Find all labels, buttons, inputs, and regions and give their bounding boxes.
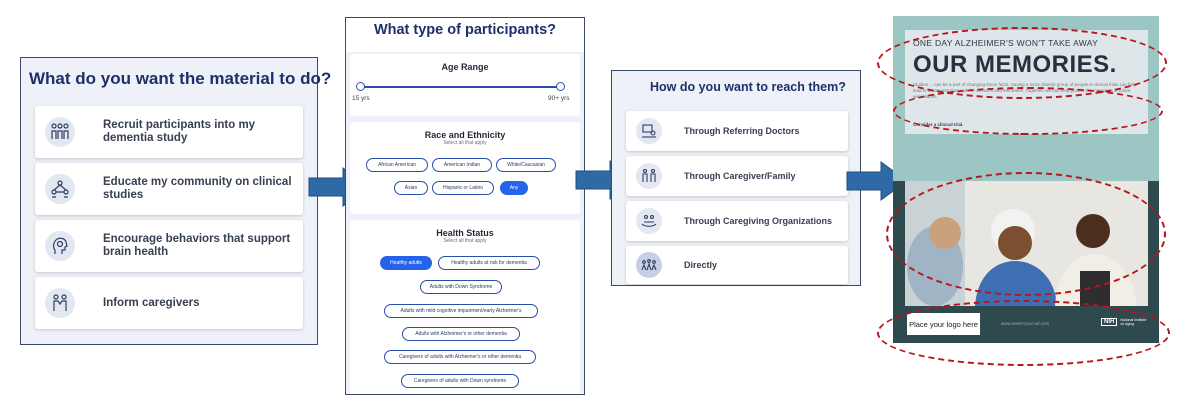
option-caregiving-organizations[interactable]: Through Caregiving Organizations [626, 201, 848, 241]
chip-any[interactable]: Any [500, 181, 528, 195]
brain-head-icon [45, 231, 75, 261]
family-icon [636, 163, 662, 189]
health-heading: Health Status [436, 228, 494, 238]
option-label: Recruit participants into my dementia st… [103, 119, 256, 144]
chip-healthy-at-risk[interactable]: Healthy adults at risk for dementia [438, 256, 540, 270]
community-network-icon [45, 174, 75, 204]
option-inform-caregivers[interactable]: Inform caregivers [35, 277, 303, 329]
chip-hispanic-latino[interactable]: Hispanic or Latino [432, 181, 494, 195]
chip-caregivers-down-syndrome[interactable]: Caregivers of adults with Down syndrome [401, 374, 519, 388]
caregiver-pair-icon [45, 288, 75, 318]
race-ethnicity-section: Race and Ethnicity Select all that apply… [350, 122, 580, 214]
material-goal-panel: What do you want the material to do? Rec… [20, 57, 331, 345]
organization-hands-icon [636, 208, 662, 234]
option-referring-doctors[interactable]: Through Referring Doctors [626, 111, 848, 151]
panel-header: What type of participants? [346, 18, 584, 52]
option-label: Inform caregivers [103, 296, 200, 309]
chip-african-american[interactable]: African American [366, 158, 428, 172]
chip-american-indian[interactable]: American Indian [432, 158, 492, 172]
chip-caregivers-alzheimers[interactable]: Caregivers of adults with Alzheimer's or… [384, 350, 536, 364]
option-brain-health[interactable]: Encourage behaviors that support brain h… [35, 220, 303, 272]
health-status-section: Health Status Select all that apply Heal… [350, 220, 580, 394]
chip-alzheimers-dementia[interactable]: Adults with Alzheimer's or other dementi… [402, 327, 520, 341]
option-label: Educate my community on clinical studies [103, 176, 292, 201]
people-group-icon [45, 117, 75, 147]
health-subheading: Select all that apply [443, 238, 487, 244]
option-label: Through Referring Doctors [684, 126, 800, 136]
highlight-oval-photo [886, 172, 1166, 296]
option-directly[interactable]: Directly [626, 246, 848, 284]
option-educate-community[interactable]: Educate my community on clinical studies [35, 163, 303, 215]
reach-method-panel: How do you want to reach them? Through R… [611, 70, 861, 286]
participants-panel: What type of participants? Age Range 15 … [345, 17, 585, 395]
option-label: Through Caregiver/Family [684, 171, 796, 181]
age-slider-track[interactable] [360, 86, 560, 88]
highlight-oval-footer [877, 300, 1170, 366]
option-label: Through Caregiving Organizations [684, 216, 833, 226]
highlight-oval-body [893, 87, 1163, 135]
age-max-label: 90+ yrs [548, 95, 570, 102]
crowd-icon [636, 252, 662, 278]
option-caregiver-family[interactable]: Through Caregiver/Family [626, 156, 848, 196]
panel-title: How do you want to reach them? [650, 80, 846, 94]
age-slider-max-handle[interactable] [556, 82, 565, 91]
race-heading: Race and Ethnicity [424, 130, 506, 140]
race-subheading: Select all that apply [443, 140, 487, 146]
option-label: Encourage behaviors that support brain h… [103, 233, 291, 258]
doctor-icon [636, 118, 662, 144]
chip-asian[interactable]: Asian [394, 181, 428, 195]
option-recruit-participants[interactable]: Recruit participants into my dementia st… [35, 106, 303, 158]
age-slider-min-handle[interactable] [356, 82, 365, 91]
chip-mci-early-alzheimers[interactable]: Adults with mild cognitive impairment/ea… [384, 304, 538, 318]
chip-white-caucasian[interactable]: White/Caucasian [496, 158, 556, 172]
panel-title: What type of participants? [373, 22, 557, 38]
panel-title: What do you want the material to do? [29, 69, 332, 88]
option-label: Directly [684, 260, 718, 270]
chip-down-syndrome[interactable]: Adults with Down Syndrome [420, 280, 502, 294]
age-range-section: Age Range 15 yrs 90+ yrs [350, 54, 580, 116]
chip-healthy-adults[interactable]: Healthy adults [380, 256, 432, 270]
age-min-label: 15 yrs [352, 95, 370, 102]
age-range-heading: Age Range [441, 62, 489, 72]
